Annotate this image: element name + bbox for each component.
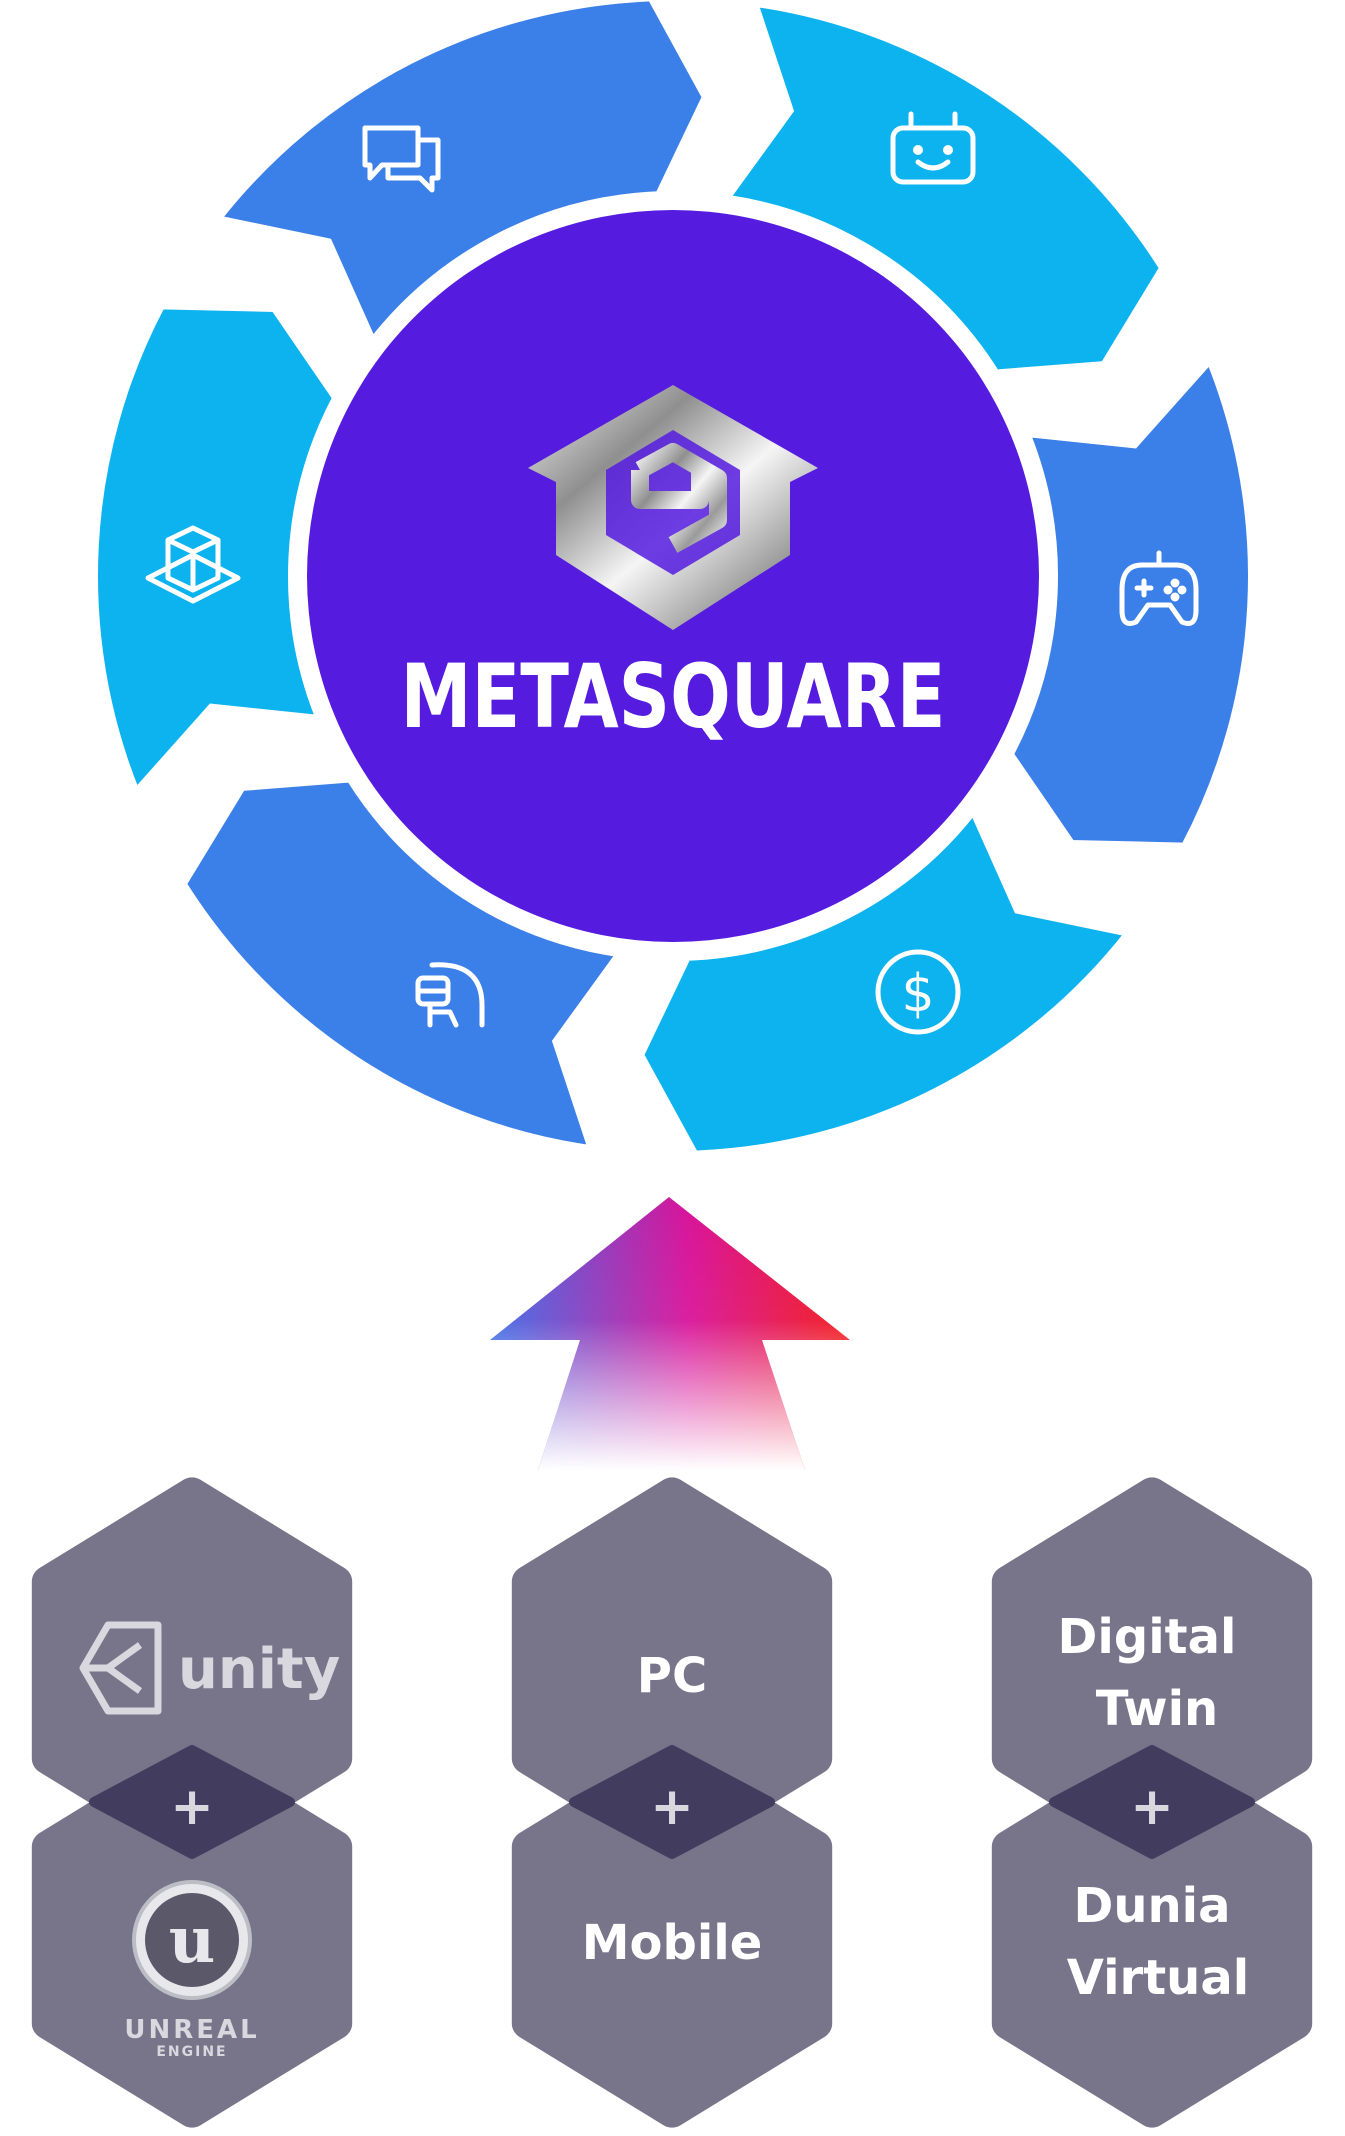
3d-box-icon [145,525,241,604]
metasquare-cube-logo [528,385,818,630]
hexagon-3-bottom [991,1742,1313,2128]
hexagon-columns [31,1477,1313,2128]
segment-robot [722,0,1166,376]
twin-label: Twin [1096,1681,1218,1737]
unreal-label: UNREAL [124,2015,259,2045]
svg-text:u: u [169,1903,216,1978]
segment-box [92,303,339,797]
hexagon-overlap-2 [569,1745,775,1859]
svg-text:$: $ [901,964,934,1024]
dollar-icon: $ [875,949,961,1035]
virtual-label: Virtual [1067,1950,1249,2006]
plus-sign-3: + [1130,1777,1174,1837]
chat-icon [362,125,441,193]
unity-logo [79,1621,162,1715]
unreal-engine-logo: u [132,1880,252,2000]
gamepad-icon [1119,550,1199,626]
pc-label: PC [637,1648,707,1704]
plus-sign-1: + [170,1777,214,1837]
plus-sign-2: + [650,1777,694,1837]
center-title: METASQUARE [401,645,946,748]
hexagon-overlap-1 [89,1745,295,1859]
engine-label: ENGINE [156,2044,227,2060]
mobile-label: Mobile [582,1915,763,1971]
hexagon-overlap-3 [1049,1745,1255,1859]
dunia-label: Dunia [1073,1878,1230,1934]
upward-arrow [490,1197,850,1470]
robot-icon [890,111,976,185]
segment-gamepad [1007,355,1254,849]
hexagon-2-bottom [511,1742,833,2128]
digital-label: Digital [1058,1609,1237,1665]
unity-label: unity [178,1637,340,1702]
segment-dollar [637,806,1133,1157]
vr-headset-icon [415,962,485,1028]
segment-vr [180,776,624,1152]
segment-chat [213,0,709,346]
